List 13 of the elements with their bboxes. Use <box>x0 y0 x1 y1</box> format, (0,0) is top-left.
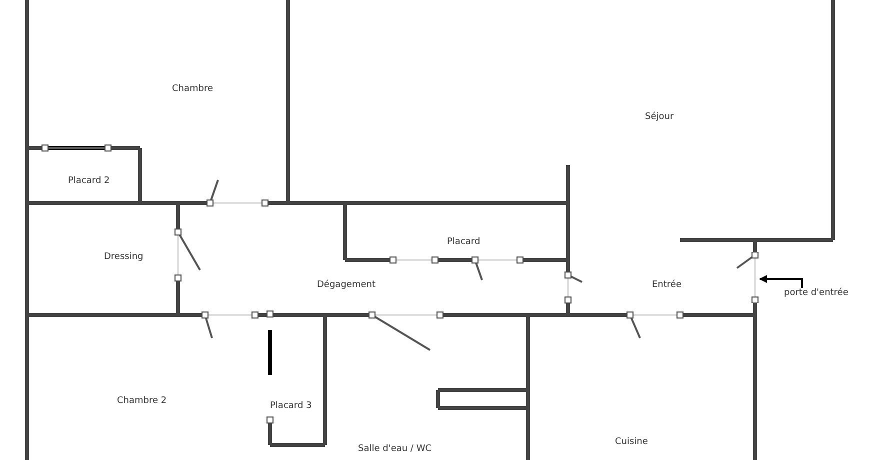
room-label: Dégagement <box>317 280 376 290</box>
room-label: Chambre 2 <box>117 396 167 406</box>
arrow <box>759 275 803 288</box>
room-label: Placard 3 <box>270 401 312 411</box>
room-label: Entrée <box>652 280 682 290</box>
room-label: Chambre <box>172 84 214 94</box>
door-label: porte d'entrée <box>784 288 848 298</box>
room-label: Salle d'eau / WC <box>358 444 432 454</box>
room-label: Dressing <box>104 252 144 262</box>
room-label: Placard <box>447 237 480 247</box>
room-label: Séjour <box>645 112 674 122</box>
room-label: Cuisine <box>615 437 648 447</box>
room-label: Placard 2 <box>68 176 110 186</box>
